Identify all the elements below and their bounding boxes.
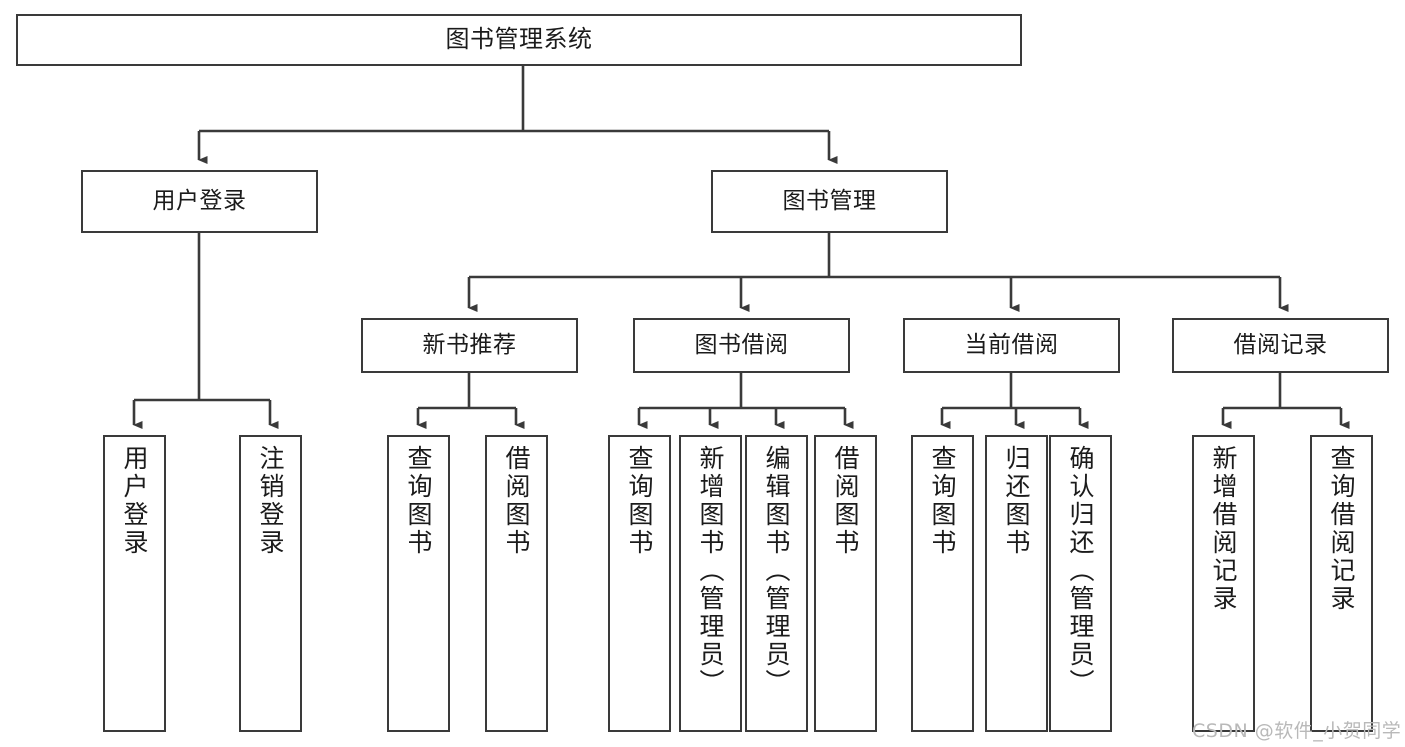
leaf-add-book-admin[interactable]: 新增图书（管理员） xyxy=(679,435,742,732)
node-label: 用户登录 xyxy=(152,188,247,215)
node-current-borrowing[interactable]: 当前借阅 xyxy=(903,318,1120,373)
leaf-query-book-recommendation[interactable]: 查询图书 xyxy=(387,435,450,732)
leaf-borrow-book[interactable]: 借阅图书 xyxy=(814,435,877,732)
node-new-book-recommendation[interactable]: 新书推荐 xyxy=(361,318,578,373)
node-label: 新增图书（管理员） xyxy=(696,445,725,697)
leaf-query-book-borrowing[interactable]: 查询图书 xyxy=(608,435,671,732)
node-label: 查询图书 xyxy=(928,445,957,557)
node-user-login[interactable]: 用户登录 xyxy=(81,170,318,233)
node-label: 新增借阅记录 xyxy=(1209,445,1238,613)
node-label: 当前借阅 xyxy=(964,332,1059,359)
leaf-return-book[interactable]: 归还图书 xyxy=(985,435,1048,732)
leaf-user-logout[interactable]: 注销登录 xyxy=(239,435,302,732)
node-label: 新书推荐 xyxy=(422,332,517,359)
node-book-borrowing[interactable]: 图书借阅 xyxy=(633,318,850,373)
node-label: 用户登录 xyxy=(120,445,149,557)
node-label: 借阅记录 xyxy=(1233,332,1328,359)
leaf-query-book-current[interactable]: 查询图书 xyxy=(911,435,974,732)
node-label: 确认归还（管理员） xyxy=(1066,445,1095,697)
node-label: 归还图书 xyxy=(1002,445,1031,557)
leaf-borrow-book-recommendation[interactable]: 借阅图书 xyxy=(485,435,548,732)
node-label: 注销登录 xyxy=(256,445,285,557)
node-label: 图书借阅 xyxy=(694,332,789,359)
node-label: 编辑图书（管理员） xyxy=(762,445,791,697)
leaf-add-borrowing-record[interactable]: 新增借阅记录 xyxy=(1192,435,1255,732)
leaf-user-login[interactable]: 用户登录 xyxy=(103,435,166,732)
leaf-confirm-return-admin[interactable]: 确认归还（管理员） xyxy=(1049,435,1112,732)
node-root-book-management-system[interactable]: 图书管理系统 xyxy=(16,14,1022,66)
node-label: 查询借阅记录 xyxy=(1327,445,1356,613)
node-label: 借阅图书 xyxy=(831,445,860,557)
leaf-query-borrowing-record[interactable]: 查询借阅记录 xyxy=(1310,435,1373,732)
node-label: 查询图书 xyxy=(404,445,433,557)
node-borrowing-records[interactable]: 借阅记录 xyxy=(1172,318,1389,373)
node-book-management[interactable]: 图书管理 xyxy=(711,170,948,233)
node-label: 图书管理系统 xyxy=(445,25,593,54)
node-label: 图书管理 xyxy=(782,188,877,215)
leaf-edit-book-admin[interactable]: 编辑图书（管理员） xyxy=(745,435,808,732)
node-label: 借阅图书 xyxy=(502,445,531,557)
node-label: 查询图书 xyxy=(625,445,654,557)
